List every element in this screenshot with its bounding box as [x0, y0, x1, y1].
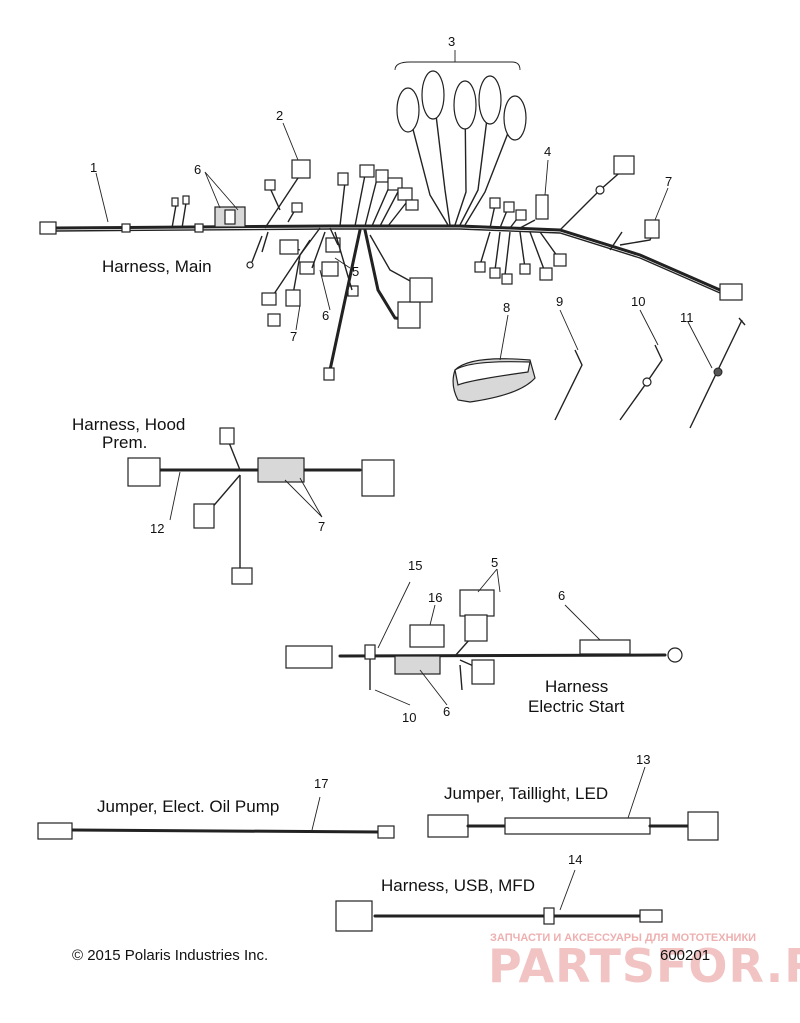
- jumper-taillight-title: Jumper, Taillight, LED: [444, 784, 608, 803]
- callout-16: 16: [428, 590, 442, 605]
- callout-9: 9: [556, 294, 563, 309]
- harness-electric-start-title-line1: Harness: [545, 677, 608, 696]
- leader-lines: [95, 50, 713, 911]
- oil-pump-jumper: [37, 822, 395, 840]
- callout-13: 13: [636, 752, 650, 767]
- harness-usb-title: Harness, USB, MFD: [381, 876, 535, 895]
- callout-17: 17: [314, 776, 328, 791]
- callout-numbers: 1 2 3 4 5 6 6 7 7 8 9 10 11 12 7 15 16 5…: [90, 34, 694, 867]
- assembly-titles: Harness, Main Harness, Hood Prem. Harnes…: [72, 257, 625, 895]
- part-number: 600201: [660, 947, 710, 964]
- watermark-tagline: ЗАПЧАСТИ И АКСЕССУАРЫ ДЛЯ МОТОТЕХНИКИ: [490, 932, 756, 944]
- copyright-text: © 2015 Polaris Industries Inc.: [72, 947, 268, 964]
- taillight-jumper: [427, 811, 719, 841]
- loose-parts: [452, 317, 746, 429]
- callout-5-start: 5: [491, 555, 498, 570]
- callout-10: 10: [631, 294, 645, 309]
- callout-11: 11: [680, 310, 694, 325]
- watermark-logo: PARTSFOR.RU: [488, 939, 800, 993]
- main-harness: [39, 70, 743, 381]
- callout-6-start: 6: [558, 588, 565, 603]
- callout-14: 14: [568, 852, 582, 867]
- harness-hood-title-line1: Harness, Hood: [72, 415, 185, 434]
- harness-electric-start-title-line2: Electric Start: [528, 697, 625, 716]
- callout-8: 8: [503, 300, 510, 315]
- callout-6-start-lower: 6: [443, 704, 450, 719]
- callout-6-main-lower: 6: [322, 308, 329, 323]
- harness-main-title: Harness, Main: [102, 257, 212, 276]
- callout-7-right: 7: [665, 174, 672, 189]
- footer: © 2015 Polaris Industries Inc. ЗАПЧАСТИ …: [72, 932, 800, 993]
- bulb-group: [396, 70, 527, 226]
- callout-15: 15: [408, 558, 422, 573]
- jumper-oil-pump-title: Jumper, Elect. Oil Pump: [97, 797, 279, 816]
- callout-12: 12: [150, 521, 164, 536]
- callout-10-start: 10: [402, 710, 416, 725]
- callout-4: 4: [544, 144, 551, 159]
- harness-hood-title-line2: Prem.: [102, 433, 147, 452]
- electric-start-harness: [285, 589, 683, 691]
- callout-6-main: 6: [194, 162, 201, 177]
- callout-2: 2: [276, 108, 283, 123]
- callout-3: 3: [448, 34, 455, 49]
- callout-5-main: 5: [352, 264, 359, 279]
- hood-harness: [127, 427, 395, 585]
- callout-7-hood: 7: [318, 519, 325, 534]
- callout-7-main: 7: [290, 329, 297, 344]
- usb-harness: [335, 900, 663, 932]
- callout-1: 1: [90, 160, 97, 175]
